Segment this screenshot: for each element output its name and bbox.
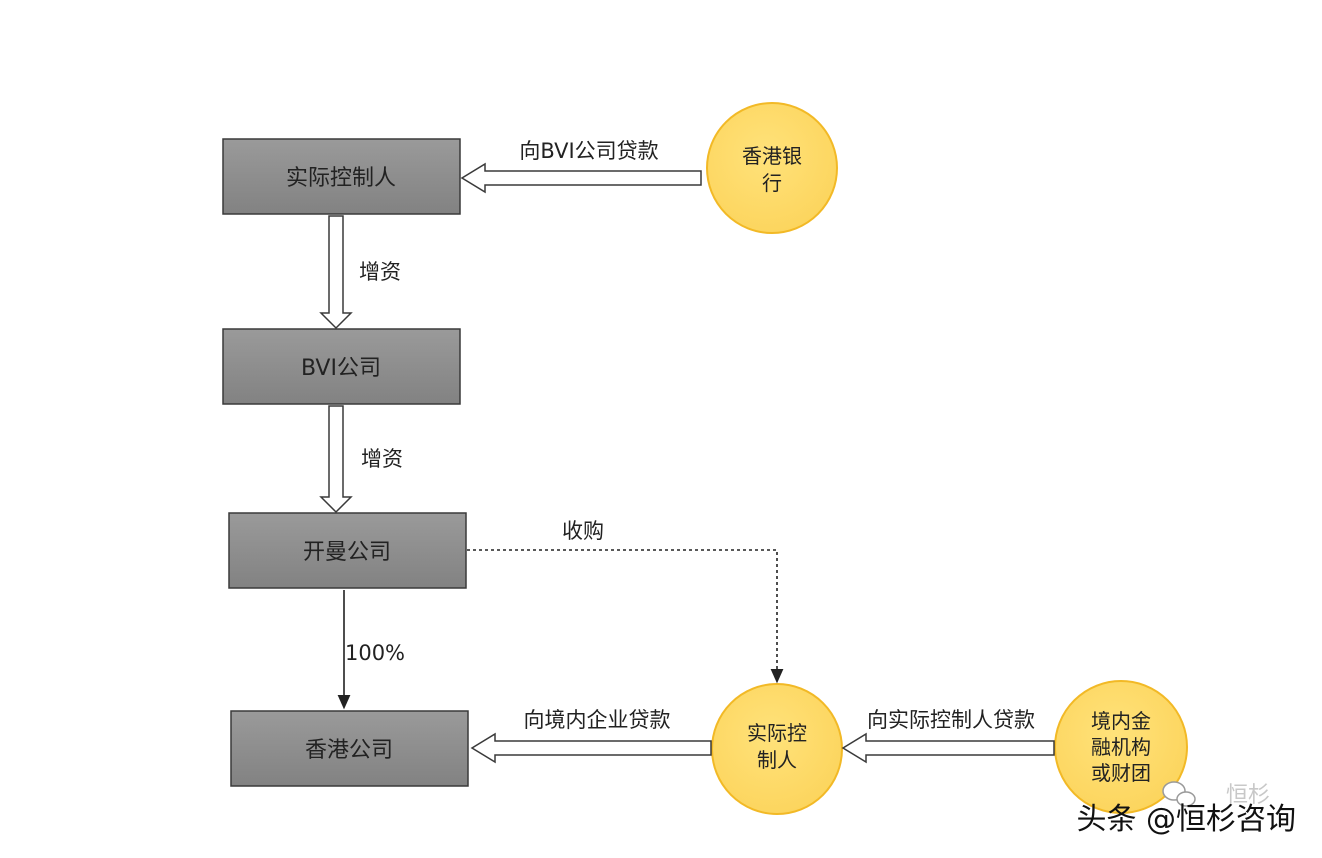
- arrow-fi-to-controller: [841, 732, 1055, 764]
- circle-domestic-fi-line1: 境内金: [1091, 709, 1151, 733]
- box-bvi-company: BVI公司: [222, 328, 461, 405]
- label-controller-loan: 向实际控制人贷款: [867, 708, 1035, 732]
- label-domestic-enterprise-loan: 向境内企业贷款: [524, 708, 671, 732]
- circle-domestic-fi: 境内金 融机构 或财团: [1054, 680, 1188, 814]
- box-controller-top: 实际控制人: [222, 138, 461, 215]
- circle-controller-bottom: 实际控 制人: [711, 683, 843, 815]
- arrow-kaiman-acquire-controller: [467, 549, 784, 684]
- box-hk-company: 香港公司: [230, 710, 469, 787]
- arrow-controller-to-bvi: [319, 215, 353, 330]
- watermark-faint-text: 恒杉: [1226, 783, 1270, 808]
- circle-domestic-fi-line2: 融机构: [1091, 735, 1151, 759]
- label-capital-increase-2: 增资: [361, 447, 403, 471]
- circle-domestic-fi-line3: 或财团: [1091, 761, 1151, 785]
- label-acquisition: 收购: [562, 519, 604, 543]
- watermark-text: 头条 @恒杉咨询: [1076, 802, 1296, 837]
- arrow-hk-bank-to-controller: [460, 162, 702, 194]
- box-controller-top-label: 实际控制人: [286, 166, 396, 191]
- label-100-percent: 100%: [345, 641, 405, 665]
- box-kaiman-company: 开曼公司: [228, 512, 467, 589]
- box-bvi-company-label: BVI公司: [301, 356, 381, 381]
- watermark: 恒杉 头条 @恒杉咨询: [1076, 781, 1296, 837]
- arrow-bvi-to-kaiman: [319, 405, 353, 514]
- box-kaiman-company-label: 开曼公司: [303, 540, 391, 565]
- box-hk-company-label: 香港公司: [305, 738, 393, 763]
- arrow-controller-to-hk-company: [470, 732, 712, 764]
- wechat-logo-icon: [1162, 781, 1196, 807]
- circle-hk-bank: 香港银 行: [706, 102, 838, 234]
- label-capital-increase-1: 增资: [359, 260, 401, 284]
- circle-controller-bottom-line2: 制人: [757, 748, 797, 772]
- circle-controller-bottom-line1: 实际控: [747, 721, 807, 745]
- label-hk-bank-loan: 向BVI公司贷款: [519, 139, 658, 163]
- circle-hk-bank-line2: 行: [762, 171, 782, 195]
- circle-hk-bank-line1: 香港银: [742, 144, 802, 168]
